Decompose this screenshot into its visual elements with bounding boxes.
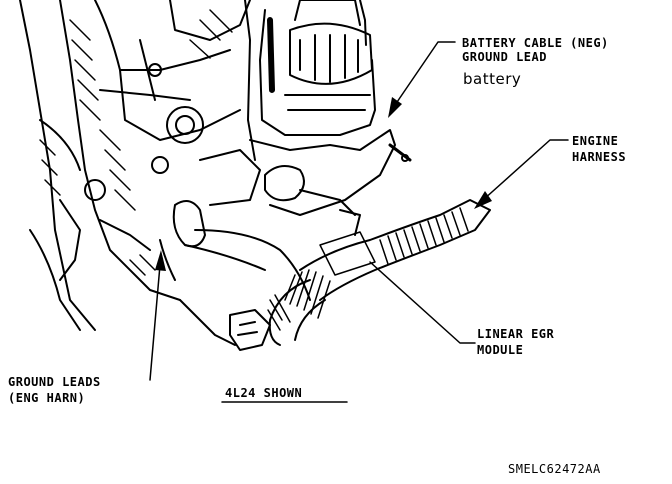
engine-harness [268,199,491,346]
linear-egr-leader [369,261,476,344]
battery-handwritten-note: battery [463,70,522,88]
battery-cable-label-line2: GROUND LEAD [462,50,547,64]
leader-lines [149,41,569,381]
figure-id: SMELC62472AA [508,462,601,476]
battery-cable-leader [394,41,456,106]
egr-valve [244,0,376,161]
engine-harness-arrowhead [474,191,492,209]
engine-block [19,0,261,331]
engine-harness-label-line1: ENGINE [572,134,619,148]
harness-ribbing [267,207,469,331]
egr-bracket [249,129,412,236]
leader-arrowheads [155,97,492,271]
battery-cable-arrowhead [388,97,402,118]
harness-connector [179,299,271,351]
engine-hatching [39,9,233,276]
ground-leads-label-line2: (ENG HARN) [8,391,86,405]
engine-harness-label-line2: HARNESS [572,150,627,164]
ground-leads-leader [149,264,161,381]
engine-harness-leader [482,139,569,201]
linear-egr-label-line2: MODULE [477,343,524,357]
ground-leads-label-line1: GROUND LEADS [8,375,101,389]
battery-ground-lead [159,200,311,301]
ground-leads-arrowhead [155,250,166,271]
linear-egr-label-line1: LINEAR EGR [477,327,555,341]
diagram-caption: 4L24 SHOWN [225,386,303,400]
battery-cable-label-line1: BATTERY CABLE (NEG) [462,36,609,50]
